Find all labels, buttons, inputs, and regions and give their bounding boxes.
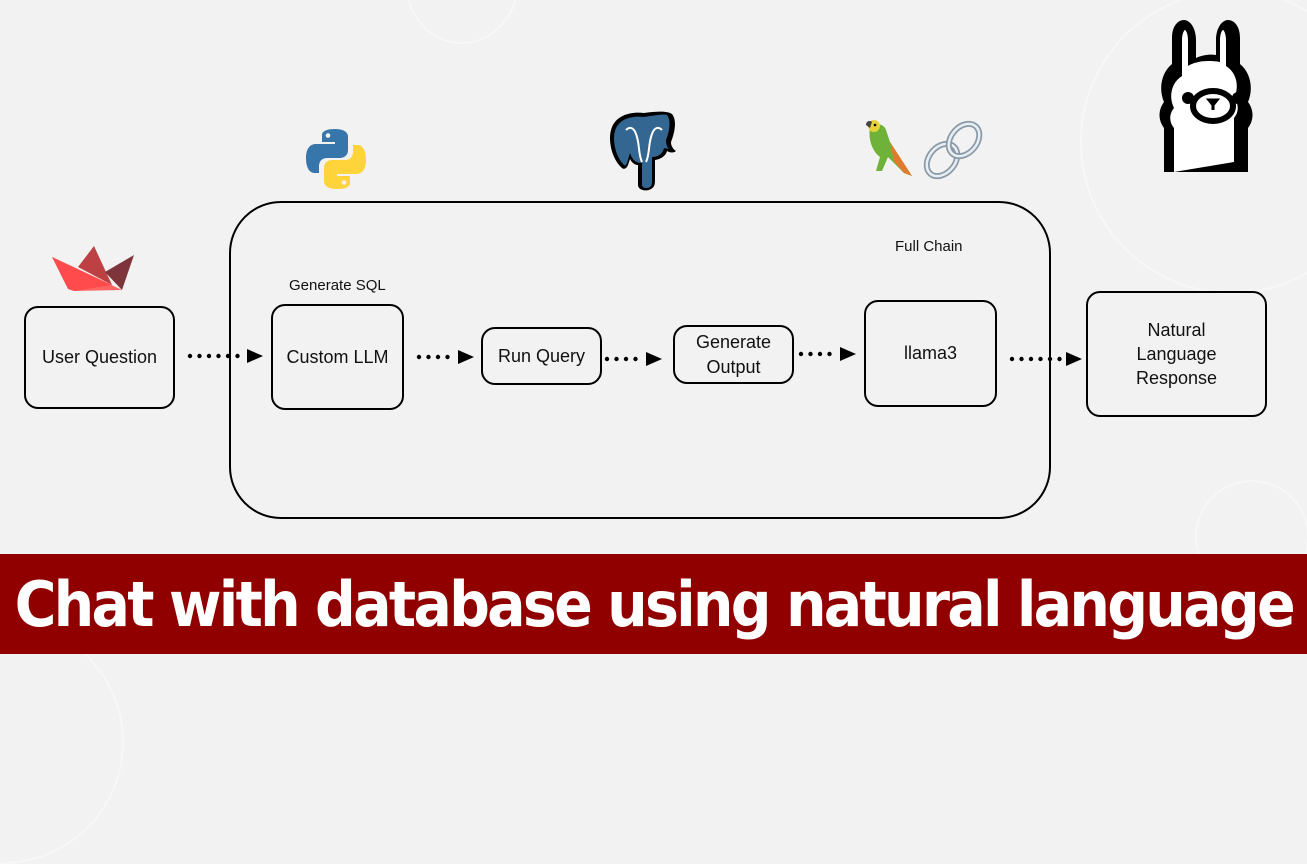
arrow-dot	[187, 353, 193, 359]
arrow-dot	[206, 353, 212, 359]
node-label: Natural Language Response	[1135, 319, 1218, 389]
arrow-head-icon	[840, 347, 856, 361]
arrow-dot	[1057, 356, 1062, 362]
arrow-dot	[445, 354, 450, 360]
edge-arrow	[416, 350, 474, 364]
edge-arrow	[1009, 352, 1082, 366]
arrow-dot	[604, 356, 610, 362]
arrow-dot	[614, 356, 619, 362]
node-user-question: User Question	[24, 306, 175, 409]
node-label: Run Query	[497, 345, 586, 366]
postgresql-elephant-icon	[610, 111, 676, 191]
banner-title: Chat with database using natural languag…	[14, 567, 1295, 641]
python-logo-icon	[306, 129, 366, 189]
arrow-head-icon	[1066, 352, 1082, 366]
arrow-head-icon	[646, 352, 662, 366]
node-label: Custom LLM	[286, 346, 389, 367]
arrow-dot	[817, 351, 823, 357]
node-label: llama3	[903, 343, 958, 364]
caption-generate-sql: Generate SQL	[289, 277, 386, 294]
arrow-head-icon	[458, 350, 474, 364]
background-decoration	[405, 0, 519, 44]
node-custom-llm: Custom LLM	[271, 304, 404, 410]
arrow-dot	[1047, 356, 1053, 362]
arrow-dot	[808, 351, 813, 357]
chain-link-icon	[923, 120, 983, 180]
arrow-dot	[633, 356, 638, 362]
background-decoration	[0, 620, 124, 864]
arrow-dot	[416, 354, 422, 360]
parrot-icon	[866, 120, 912, 176]
arrow-dot	[1028, 356, 1034, 362]
arrow-dot	[1009, 356, 1015, 362]
arrow-head-icon	[247, 349, 263, 363]
arrow-dot	[798, 351, 804, 357]
arrow-dot	[197, 353, 202, 359]
arrow-dot	[225, 353, 231, 359]
streamlit-logo-icon	[52, 246, 134, 291]
edge-arrow	[798, 347, 856, 361]
edge-arrow	[604, 352, 662, 366]
arrow-dot	[827, 351, 832, 357]
node-generate-output: Generate Output	[673, 325, 794, 384]
arrow-dot	[435, 354, 441, 360]
arrow-dot	[623, 356, 629, 362]
node-label: Generate Output	[695, 332, 772, 377]
title-banner: Chat with database using natural languag…	[0, 554, 1307, 654]
arrow-dot	[1019, 356, 1024, 362]
node-llama3: llama3	[864, 300, 997, 407]
edge-arrow	[187, 349, 263, 363]
node-natural-language-response: Natural Language Response	[1086, 291, 1267, 417]
node-run-query: Run Query	[481, 327, 602, 385]
arrow-dot	[235, 353, 240, 359]
arrow-dot	[1038, 356, 1043, 362]
caption-full-chain: Full Chain	[895, 238, 963, 255]
node-label: User Question	[41, 347, 158, 368]
arrow-dot	[426, 354, 431, 360]
arrow-dot	[216, 353, 221, 359]
ollama-llama-icon	[1159, 20, 1253, 172]
